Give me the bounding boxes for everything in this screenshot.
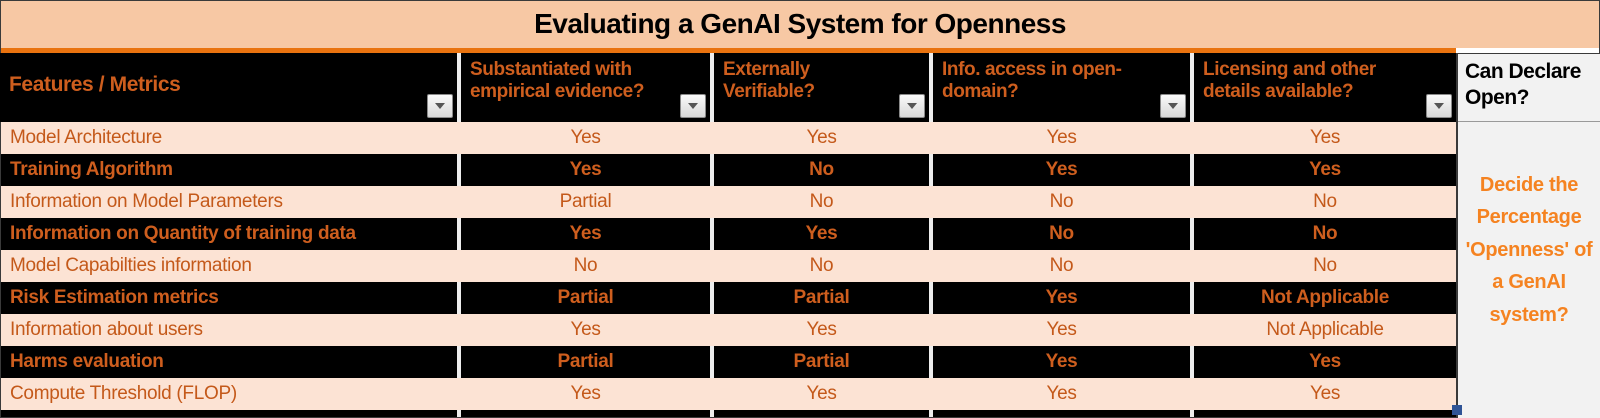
column-header-can-declare[interactable]: Can Declare Open? (1458, 54, 1600, 122)
feature-cell[interactable]: Risk Estimation metrics (0, 282, 457, 314)
feature-cell[interactable]: Model Capabilties information (0, 250, 457, 282)
chevron-down-icon (907, 103, 917, 109)
feature-cell[interactable]: Information on Quantity of training data (0, 218, 457, 250)
column-header-label: Features / Metrics (9, 73, 181, 97)
value-cell[interactable]: Not Applicable (1190, 282, 1456, 314)
empty-cell (1190, 410, 1456, 418)
column-header[interactable]: Substantiated with empirical evidence? (457, 53, 710, 122)
accent-divider (0, 48, 1456, 53)
value-cell[interactable]: Yes (929, 378, 1190, 410)
column-header[interactable]: Info. access in open-domain? (929, 53, 1190, 122)
filter-dropdown-button[interactable] (1160, 94, 1186, 118)
value-cell[interactable]: Yes (929, 122, 1190, 154)
value-cell[interactable]: Yes (929, 154, 1190, 186)
column-header-features[interactable]: Features / Metrics (0, 53, 457, 122)
value-cell[interactable]: Yes (710, 378, 929, 410)
value-cell[interactable]: No (1190, 218, 1456, 250)
selection-handle[interactable] (1452, 405, 1462, 415)
title-bar: Evaluating a GenAI System for Openness (0, 0, 1600, 48)
feature-cell[interactable]: Compute Threshold (FLOP) (0, 378, 457, 410)
value-cell[interactable]: Partial (710, 282, 929, 314)
value-cell[interactable]: No (457, 250, 710, 282)
feature-cell[interactable]: Information on Model Parameters (0, 186, 457, 218)
feature-cell[interactable]: Model Architecture (0, 122, 457, 154)
column-header-label: Licensing and other details available? (1203, 59, 1376, 103)
filter-dropdown-button[interactable] (680, 94, 706, 118)
value-cell[interactable]: Yes (929, 282, 1190, 314)
column-header-label: Info. access in open-domain? (942, 59, 1122, 103)
value-cell[interactable]: Yes (457, 378, 710, 410)
feature-cell[interactable]: Training Algorithm (0, 154, 457, 186)
column-header-label: Externally Verifiable? (723, 59, 815, 103)
chevron-down-icon (435, 103, 445, 109)
value-cell[interactable]: Not Applicable (1190, 314, 1456, 346)
value-cell[interactable]: Yes (1190, 378, 1456, 410)
value-cell[interactable]: Partial (457, 346, 710, 378)
column-header-label: Can Declare Open? (1465, 60, 1581, 110)
value-cell[interactable]: Yes (457, 218, 710, 250)
value-cell[interactable]: No (710, 250, 929, 282)
column-header-label: Substantiated with empirical evidence? (470, 59, 645, 103)
value-cell[interactable]: No (929, 218, 1190, 250)
empty-cell (457, 410, 710, 418)
page-title: Evaluating a GenAI System for Openness (534, 8, 1066, 39)
can-declare-panel: Can Declare Open? Decide the Percentage … (1452, 53, 1600, 418)
value-cell[interactable]: No (710, 154, 929, 186)
value-cell[interactable]: Yes (929, 314, 1190, 346)
chevron-down-icon (1168, 103, 1178, 109)
openness-table: Features / Metrics Substantiated with em… (0, 53, 1456, 418)
feature-cell[interactable]: Information about users (0, 314, 457, 346)
empty-cell (929, 410, 1190, 418)
value-cell[interactable]: Partial (457, 186, 710, 218)
table-row: Information on Quantity of training data… (0, 218, 1456, 250)
value-cell[interactable]: Yes (1190, 154, 1456, 186)
value-cell[interactable]: Yes (929, 346, 1190, 378)
filter-dropdown-button[interactable] (1426, 94, 1452, 118)
value-cell[interactable]: No (710, 186, 929, 218)
value-cell[interactable]: Yes (457, 314, 710, 346)
value-cell[interactable]: No (1190, 250, 1456, 282)
column-header[interactable]: Externally Verifiable? (710, 53, 929, 122)
decision-note-cell[interactable]: Decide the Percentage 'Openness' of a Ge… (1458, 122, 1600, 418)
feature-cell[interactable]: Harms evaluation (0, 346, 457, 378)
chevron-down-icon (688, 103, 698, 109)
filter-dropdown-button[interactable] (427, 94, 453, 118)
clipped-bottom-row (0, 410, 1456, 418)
empty-cell (710, 410, 929, 418)
value-cell[interactable]: No (929, 186, 1190, 218)
value-cell[interactable]: Yes (457, 122, 710, 154)
value-cell[interactable]: Partial (457, 282, 710, 314)
decision-note-text: Decide the Percentage 'Openness' of a Ge… (1465, 174, 1593, 326)
value-cell[interactable]: Yes (457, 154, 710, 186)
value-cell[interactable]: Yes (1190, 346, 1456, 378)
column-header[interactable]: Licensing and other details available? (1190, 53, 1456, 122)
value-cell[interactable]: No (1190, 186, 1456, 218)
value-cell[interactable]: Yes (710, 314, 929, 346)
table-body: Features / Metrics Substantiated with em… (0, 53, 1600, 418)
value-cell[interactable]: Yes (710, 122, 929, 154)
empty-cell (0, 410, 457, 418)
value-cell[interactable]: Partial (710, 346, 929, 378)
header-row: Features / Metrics Substantiated with em… (0, 53, 1456, 122)
value-cell[interactable]: No (929, 250, 1190, 282)
value-cell[interactable]: Yes (1190, 122, 1456, 154)
chevron-down-icon (1434, 103, 1444, 109)
value-cell[interactable]: Yes (710, 218, 929, 250)
filter-dropdown-button[interactable] (899, 94, 925, 118)
